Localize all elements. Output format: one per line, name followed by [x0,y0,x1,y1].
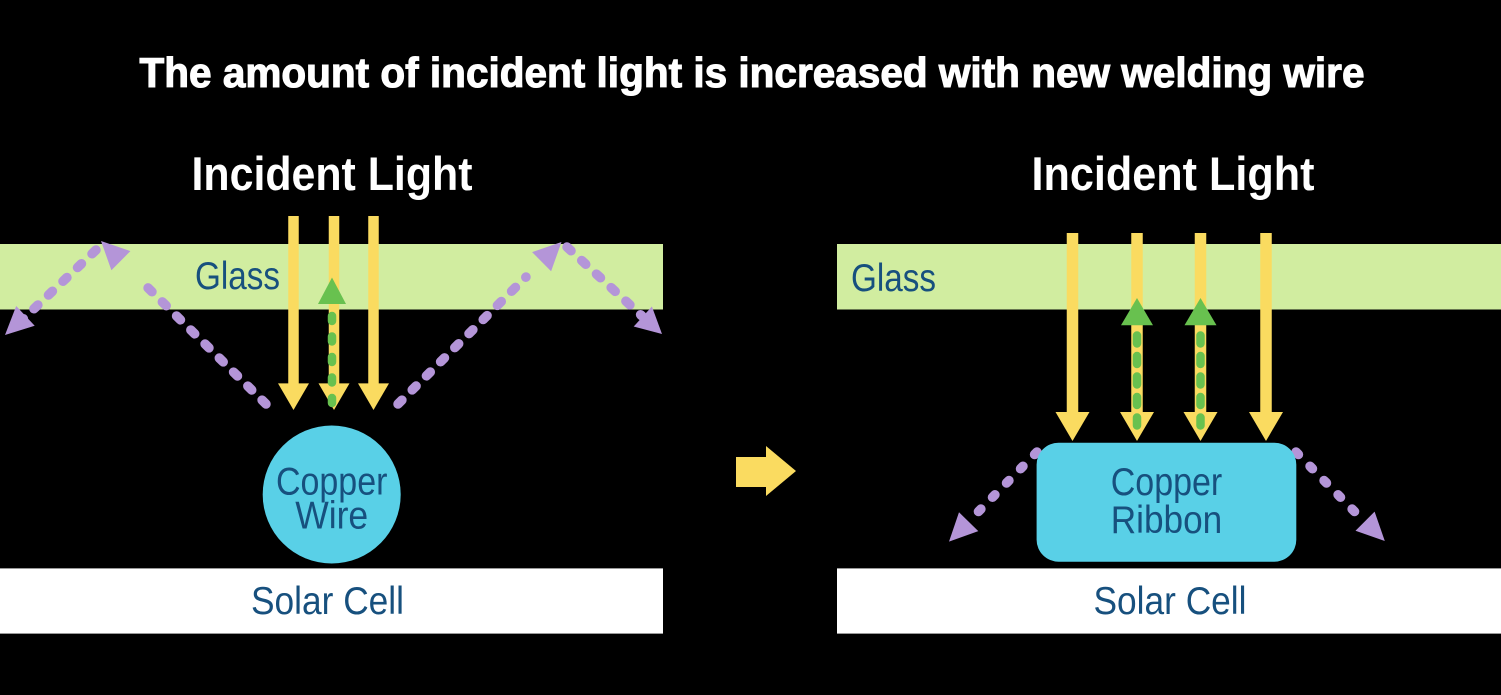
svg-text:Solar Cell: Solar Cell [1094,580,1247,623]
svg-text:Glass: Glass [195,255,280,298]
svg-text:The amount of incident light i: The amount of incident light is increase… [140,49,1365,96]
svg-text:Copper: Copper [1111,461,1223,504]
svg-text:Solar Cell: Solar Cell [251,580,404,623]
svg-text:Copper: Copper [276,461,388,504]
svg-text:Wire: Wire [295,495,368,538]
svg-text:Ribbon: Ribbon [1111,499,1223,542]
svg-text:Glass: Glass [851,257,936,300]
svg-text:Incident Light: Incident Light [1032,147,1315,200]
svg-text:Incident Light: Incident Light [192,147,473,200]
